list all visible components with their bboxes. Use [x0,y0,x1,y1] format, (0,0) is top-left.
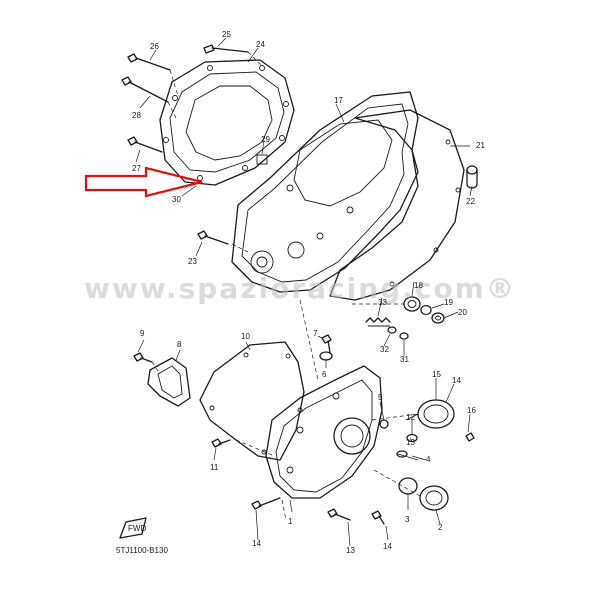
label-2: 2 [438,523,443,532]
label-10: 10 [241,332,250,341]
highlight-arrow [84,166,203,198]
crankcase-18 [231,91,419,293]
bolt-17 [465,432,475,442]
label-11: 11 [210,463,219,472]
small-bolts [133,352,231,448]
label-20: 19 [444,298,453,307]
label-21: 20 [458,308,467,317]
dowel-23 [466,165,478,189]
label-28: 28 [132,111,141,120]
gasket-22 [329,109,465,301]
label-3: 3 [405,515,410,524]
label-7: 7 [313,329,318,338]
label-29: 29 [261,135,270,144]
gasket-8 [147,357,191,407]
label-30: 30 [172,195,181,204]
label-25: 24 [256,40,265,49]
bolts-7-31-32 [319,326,409,361]
spring-33 [365,317,391,327]
part-code: 5TJ1100-B130 [116,546,168,555]
label-14a: 14 [252,539,261,548]
label-33: 33 [378,298,387,307]
label-23: 22 [466,197,475,206]
label-14b: 14 [383,542,392,551]
magneto-cover-1 [265,365,383,499]
label-12: 12 [406,413,415,422]
fwd-label: FWD [128,524,146,533]
leader-lines [135,37,473,547]
label-31: 31 [400,355,409,364]
bottom-bolts [251,497,385,525]
label-19: 18 [414,281,423,290]
label-9: 9 [140,329,145,338]
label-22: 21 [476,141,485,150]
label-13b: 13 [346,546,355,555]
label-5: 5 [378,393,383,402]
plug-2-oring-3 [398,477,449,511]
cover-bolts [121,44,263,153]
clutch-cover-25 [159,59,295,186]
label-17: 16 [467,406,476,415]
fwd-symbol: FWD [119,517,147,539]
label-1: 1 [288,517,293,526]
label-13a: 13 [406,438,415,447]
label-4: 4 [426,455,431,464]
gasket-10 [199,341,305,461]
label-8: 8 [177,340,182,349]
label-26: 25 [222,30,231,39]
label-24: 23 [188,257,197,266]
label-16: 15 [432,370,441,379]
label-27b: 27 [132,164,141,173]
label-27a: 26 [150,42,159,51]
label-32: 32 [380,345,389,354]
small-parts [379,419,419,461]
bolt-24 [197,230,229,245]
assembly-lines [151,243,421,521]
label-6: 6 [322,370,327,379]
watermark-text: www.spazioracing.com® [84,272,516,305]
label-15: 14 [452,376,461,385]
part-number-labels: 25 24 26 28 27 29 30 17 21 22 23 18 19 2… [132,30,485,555]
label-18: 17 [334,96,343,105]
